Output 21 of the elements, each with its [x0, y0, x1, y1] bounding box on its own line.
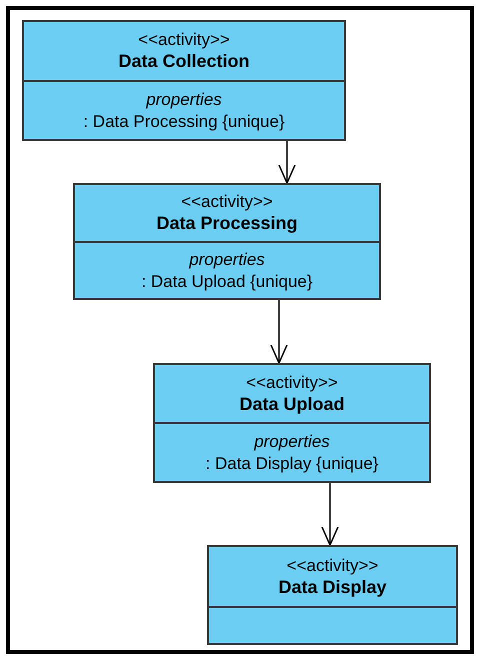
activity-box	[153, 363, 431, 483]
activity-name: Data Processing	[156, 212, 298, 235]
activity-name: Data Display	[278, 576, 387, 598]
activity-name: Data Collection	[118, 50, 250, 73]
arrow	[278, 141, 296, 184]
activity-box	[22, 20, 346, 141]
activity-name: Data Upload	[239, 392, 344, 416]
arrow	[321, 483, 339, 546]
stereotype-label: <<activity>>	[246, 372, 338, 393]
compartment-label: properties	[254, 431, 330, 452]
compartment-label: properties	[189, 249, 265, 270]
activity-box	[207, 545, 458, 645]
stereotype-label: <<activity>>	[181, 191, 273, 212]
stereotype-label: <<activity>>	[138, 29, 230, 50]
property-text: : Data Upload {unique}	[141, 270, 313, 292]
property-text: : Data Display {unique}	[206, 452, 378, 474]
compartment-label: properties	[146, 89, 222, 110]
stereotype-label: <<activity>>	[286, 554, 378, 576]
arrow	[270, 300, 288, 364]
property-text: : Data Processing {unique}	[83, 110, 285, 132]
activity-box	[73, 183, 381, 300]
